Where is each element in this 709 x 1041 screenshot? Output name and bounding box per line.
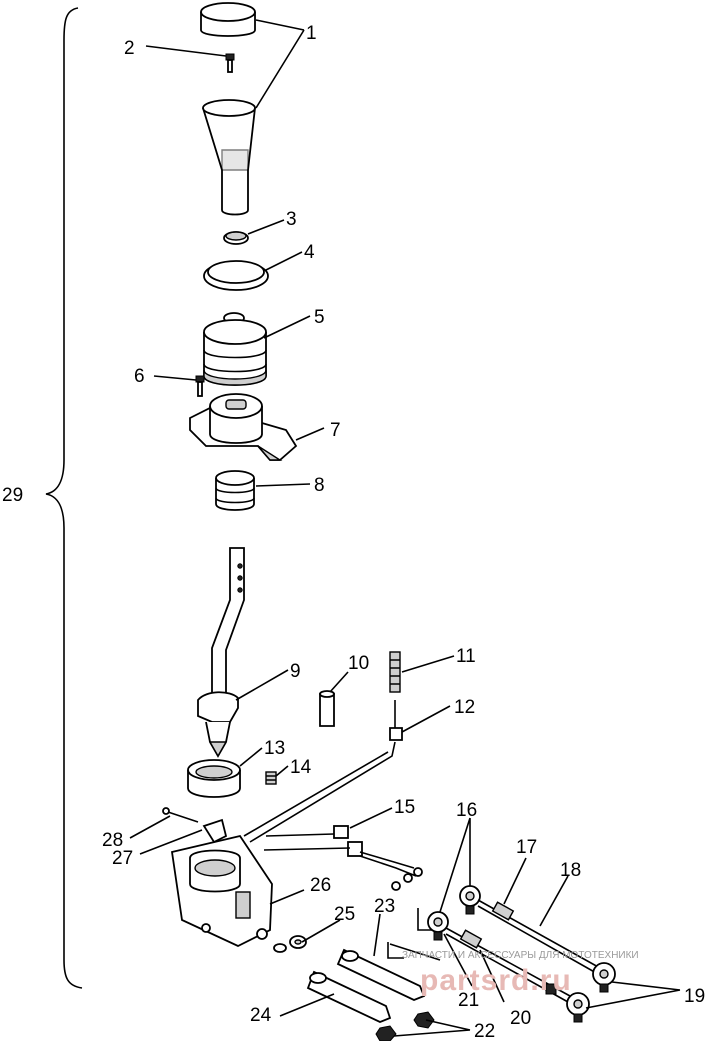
watermark-brand: partsrd.ru (420, 964, 572, 997)
callout-3: 3 (286, 209, 297, 230)
part-5-boot (203, 312, 267, 386)
callout-10: 10 (348, 653, 369, 674)
callout-9: 9 (290, 661, 301, 682)
part-14-screw (265, 771, 277, 785)
callout-11: 11 (456, 646, 476, 667)
part-1-knob (200, 2, 256, 216)
part-28-pin (162, 807, 199, 823)
assembly-brace (45, 7, 83, 989)
part-23-link (336, 948, 426, 1001)
part-3-bushing (223, 231, 249, 245)
part-26-housing (170, 834, 273, 947)
callout-27: 27 (112, 848, 133, 869)
callout-29: 29 (2, 485, 23, 506)
part-12-link (243, 700, 403, 843)
callout-26: 26 (310, 875, 331, 896)
callout-8: 8 (314, 475, 325, 496)
callout-14: 14 (290, 757, 312, 778)
part-9-lever (197, 547, 245, 758)
part-10-pin (319, 690, 335, 727)
callout-15: 15 (394, 797, 415, 818)
part-4-ring (203, 260, 269, 291)
callout-19: 19 (684, 986, 705, 1007)
callout-25: 25 (334, 904, 355, 925)
callout-4: 4 (304, 242, 315, 263)
callout-20: 20 (510, 1008, 531, 1029)
part-15-switch (263, 825, 423, 891)
callout-28: 28 (102, 830, 123, 851)
part-16-rod-ends (427, 885, 481, 941)
callout-16: 16 (456, 800, 477, 821)
part-22-nuts (375, 1011, 435, 1041)
watermark-caption: ЗАПЧАСТИ И АКСЕССУАРЫ ДЛЯ МОТОТЕХНИКИ (402, 950, 639, 961)
part-2-screw (225, 53, 235, 73)
callout-24: 24 (250, 1005, 272, 1026)
part-13-collar (187, 759, 241, 798)
callout-22: 22 (474, 1021, 495, 1041)
callout-1: 1 (306, 23, 317, 44)
callout-23: 23 (374, 896, 395, 917)
callout-21: 21 (458, 990, 479, 1011)
callout-13: 13 (264, 738, 285, 759)
part-11-spring (389, 651, 401, 693)
part-8-spring (215, 470, 255, 511)
part-17-18-rod (477, 899, 601, 975)
part-19-balls (545, 962, 616, 1023)
bracket-line-16 (387, 908, 434, 959)
callout-18: 18 (560, 860, 581, 881)
part-24-link (306, 970, 392, 1023)
part-7-bracket (189, 393, 298, 461)
callout-17: 17 (516, 837, 537, 858)
callout-2: 2 (124, 38, 135, 59)
part-25-washers (273, 935, 307, 953)
part-27-fork (202, 818, 228, 844)
part-6-screw (195, 375, 205, 397)
leader-lines (129, 19, 681, 1037)
callout-6: 6 (134, 366, 145, 387)
callout-7: 7 (330, 420, 341, 441)
link-line-21 (389, 943, 441, 961)
callout-12: 12 (454, 697, 475, 718)
callout-5: 5 (314, 307, 325, 328)
